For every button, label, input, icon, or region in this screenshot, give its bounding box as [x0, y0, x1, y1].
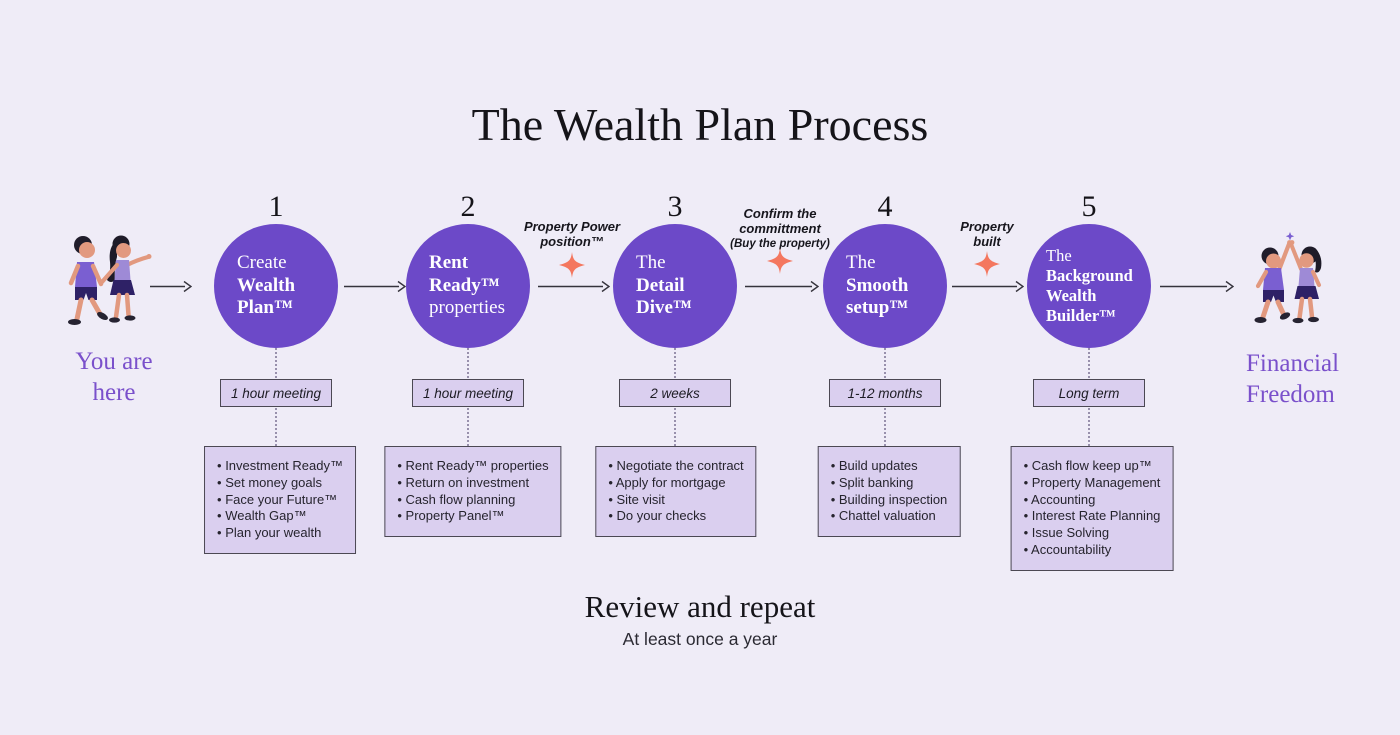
duration-badge: 1 hour meeting: [412, 379, 524, 407]
step-circle: The Smooth setup™: [823, 224, 947, 348]
arrow-right-icon: [344, 280, 406, 293]
bullet-item: Negotiate the contract: [608, 458, 743, 475]
detail-panel: Rent Ready™ propertiesReturn on investme…: [384, 446, 562, 538]
bullet-item: Face your Future™: [217, 492, 343, 509]
start-label: You are here: [75, 348, 153, 406]
arrow-right-icon: [538, 280, 610, 293]
step-circle-label: Rent Ready™ properties: [429, 251, 505, 319]
bullet-item: Cash flow planning: [397, 492, 548, 509]
step-circle-label: The Detail Dive™: [636, 251, 692, 319]
bullet-item: Site visit: [608, 492, 743, 509]
duration-badge: Long term: [1033, 379, 1145, 407]
detail-list: Cash flow keep up™Property ManagementAcc…: [1024, 458, 1161, 559]
step-number: 4: [877, 190, 893, 223]
bullet-item: Do your checks: [608, 508, 743, 525]
bullet-item: Interest Rate Planning: [1024, 508, 1161, 525]
arrow-right-icon: [1160, 280, 1234, 293]
step-circle: The Detail Dive™: [613, 224, 737, 348]
step-circle: Create Wealth Plan™: [214, 224, 338, 348]
bullet-item: Building inspection: [831, 492, 947, 509]
spark-star-icon: [974, 251, 1000, 277]
duration-badge: 2 weeks: [619, 379, 731, 407]
spark-star-icon: [559, 252, 585, 278]
bullet-item: Return on investment: [397, 475, 548, 492]
bullet-item: Apply for mortgage: [608, 475, 743, 492]
step-number: 1: [268, 190, 284, 223]
bullet-item: Accounting: [1024, 492, 1161, 509]
page-title: The Wealth Plan Process: [471, 99, 929, 150]
step-circle: The Background Wealth Builder™: [1027, 224, 1151, 348]
bullet-item: Set money goals: [217, 475, 343, 492]
transition-label: Confirm the committment (Buy the propert…: [730, 206, 830, 250]
arrow-right-icon: [745, 280, 819, 293]
transition-label: Property Power position™: [523, 219, 621, 249]
bullet-item: Investment Ready™: [217, 458, 343, 475]
step-circle-label: The Smooth setup™: [846, 251, 909, 319]
bullet-item: Chattel valuation: [831, 508, 948, 525]
detail-list: Rent Ready™ propertiesReturn on investme…: [397, 458, 549, 525]
bullet-item: Accountability: [1024, 542, 1161, 559]
detail-list: Build updatesSplit bankingBuilding inspe…: [831, 458, 948, 525]
detail-panel: Build updatesSplit bankingBuilding inspe…: [817, 446, 961, 538]
step-circle-label: The Background Wealth Builder™: [1046, 245, 1133, 326]
detail-panel: Cash flow keep up™Property ManagementAcc…: [1010, 446, 1174, 571]
spark-star-icon: [767, 248, 793, 274]
step-circle: Rent Ready™ properties: [406, 224, 530, 348]
detail-list: Investment Ready™Set money goalsFace you…: [217, 458, 343, 542]
illustration-couple-walking: [68, 235, 152, 325]
transition-label: Property built: [960, 219, 1014, 249]
detail-panel: Investment Ready™Set money goalsFace you…: [204, 446, 356, 554]
detail-list: Negotiate the contractApply for mortgage…: [608, 458, 744, 525]
illustration-couple-highfive: [1254, 232, 1322, 324]
duration-badge: 1 hour meeting: [220, 379, 332, 407]
end-label: Financial Freedom: [1246, 350, 1340, 408]
bullet-item: Cash flow keep up™: [1024, 458, 1161, 475]
step-number: 2: [460, 190, 476, 223]
bullet-item: Property Panel™: [397, 508, 548, 525]
bullet-item: Property Management: [1024, 475, 1161, 492]
footer-title: Review and repeat: [584, 589, 816, 624]
bullet-item: Issue Solving: [1024, 525, 1161, 542]
bullet-item: Build updates: [831, 458, 948, 475]
step-number: 3: [667, 190, 683, 223]
bullet-item: Rent Ready™ properties: [397, 458, 549, 475]
step-number: 5: [1081, 190, 1097, 223]
footer-subtitle: At least once a year: [622, 629, 778, 649]
bullet-item: Split banking: [831, 475, 948, 492]
detail-panel: Negotiate the contractApply for mortgage…: [595, 446, 757, 538]
arrow-right-icon: [952, 280, 1024, 293]
bullet-item: Wealth Gap™: [217, 508, 343, 525]
arrow-right-icon: [150, 280, 192, 293]
bullet-item: Plan your wealth: [217, 525, 343, 542]
duration-badge: 1-12 months: [829, 379, 941, 407]
step-circle-label: Create Wealth Plan™: [237, 251, 296, 319]
